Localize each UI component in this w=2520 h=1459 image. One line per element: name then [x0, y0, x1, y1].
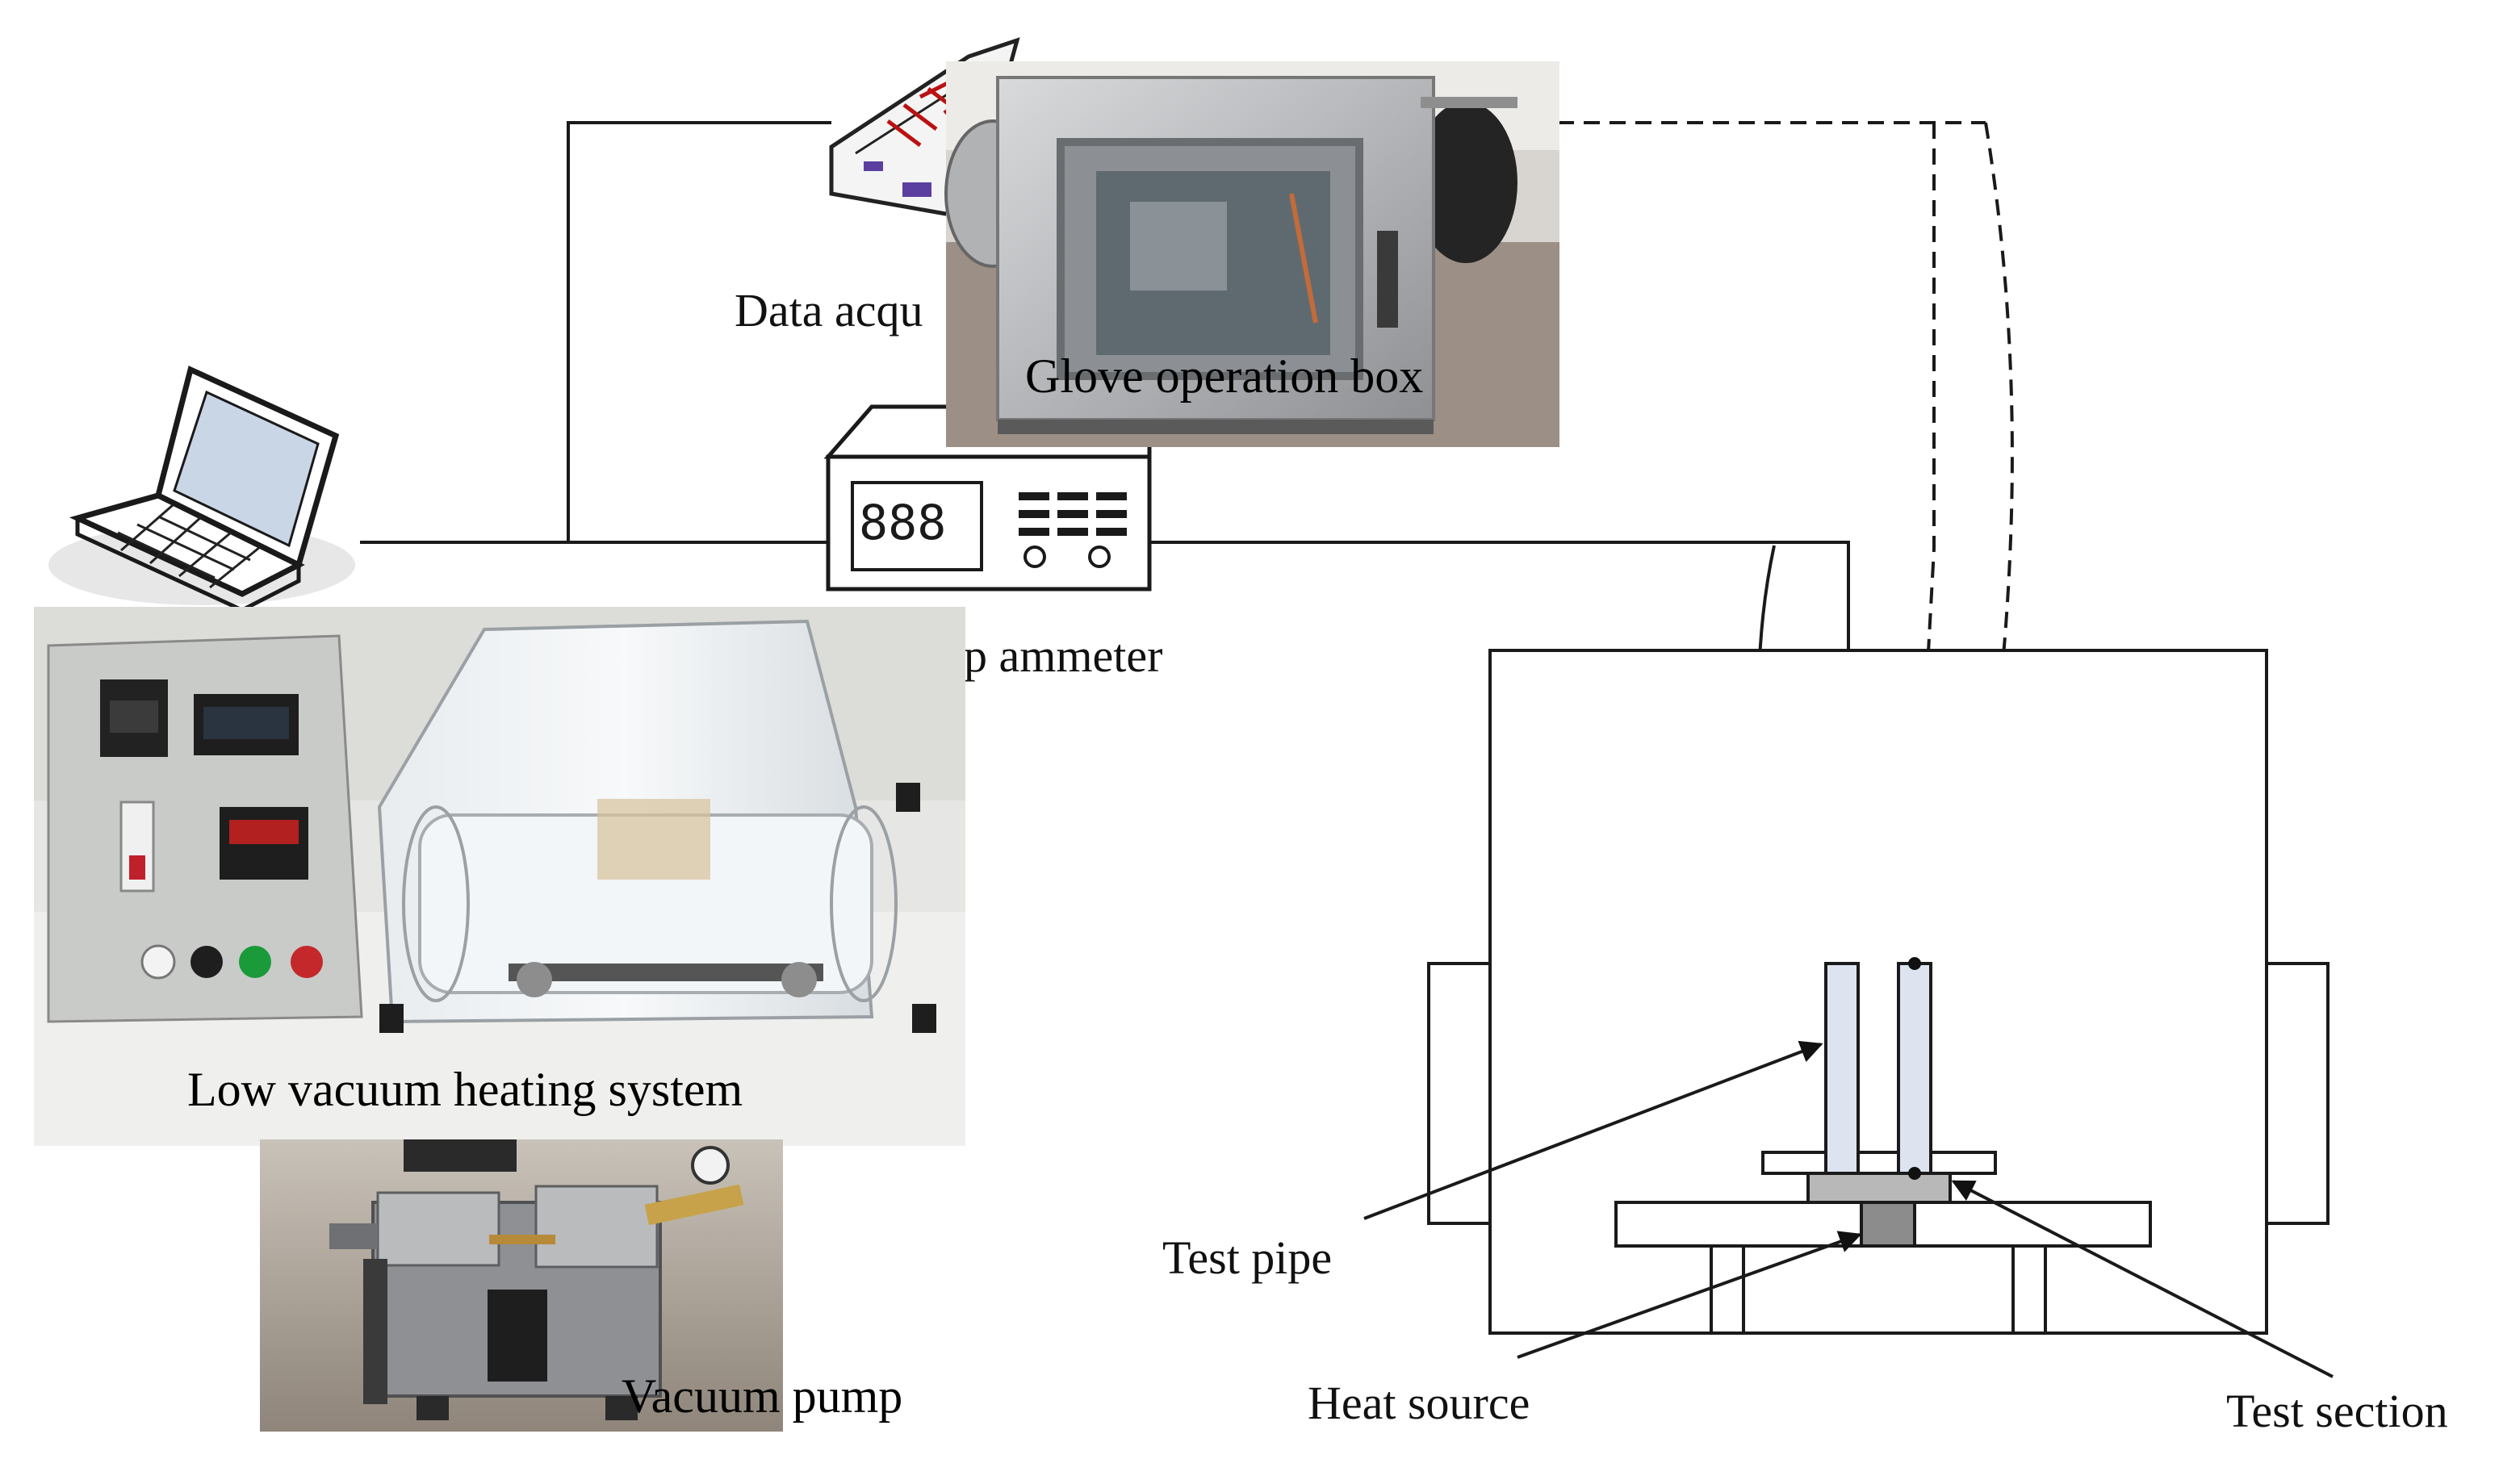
- thermocouple-point-bottom: [1908, 1167, 1921, 1180]
- heat-source: [1860, 1201, 1916, 1248]
- heat-source-leader: [1517, 1231, 1862, 1359]
- low-vacuum-heating-system-photo: [34, 607, 965, 1146]
- vacuum-pump-label: Vacuum pump: [622, 1369, 902, 1423]
- wire-branch-to-daq: [567, 121, 831, 542]
- test-section-label: Test section: [2226, 1385, 2448, 1437]
- leader-arrows: [1363, 1040, 2334, 1378]
- svg-text:888: 888: [859, 495, 946, 551]
- test-section: [1806, 1172, 1952, 1204]
- low-vacuum-label: Low vacuum heating system: [187, 1063, 743, 1116]
- left-glove-port: [1427, 962, 1492, 1225]
- upper-plate: [1761, 1151, 1997, 1175]
- data-acquisition-label: Data acqu: [735, 284, 923, 337]
- right-glove-port: [2265, 962, 2330, 1225]
- laptop-icon: [48, 366, 355, 612]
- glove-box-photo: [944, 61, 1559, 447]
- support-leg-left-outer: [1710, 1244, 1745, 1335]
- support-leg-right-outer: [2011, 1244, 2047, 1335]
- glove-box-label: Glove operation box: [1025, 349, 1423, 403]
- test-pipe-leader: [1363, 1040, 1823, 1220]
- test-section-leader: [1951, 1180, 2334, 1378]
- ammeter-device: 888: [823, 404, 1152, 592]
- heat-source-label: Heat source: [1308, 1377, 1530, 1429]
- test-rig-schematic: [1427, 649, 2330, 1335]
- test-pipe-label: Test pipe: [1162, 1231, 1332, 1284]
- thermocouple-point-top: [1908, 957, 1921, 970]
- test-pipe-left: [1824, 962, 1860, 1175]
- vacuum-pump-photo: [260, 1139, 783, 1432]
- test-pipe-right: [1897, 962, 1932, 1175]
- ammeter-label: p ammeter: [964, 629, 1162, 682]
